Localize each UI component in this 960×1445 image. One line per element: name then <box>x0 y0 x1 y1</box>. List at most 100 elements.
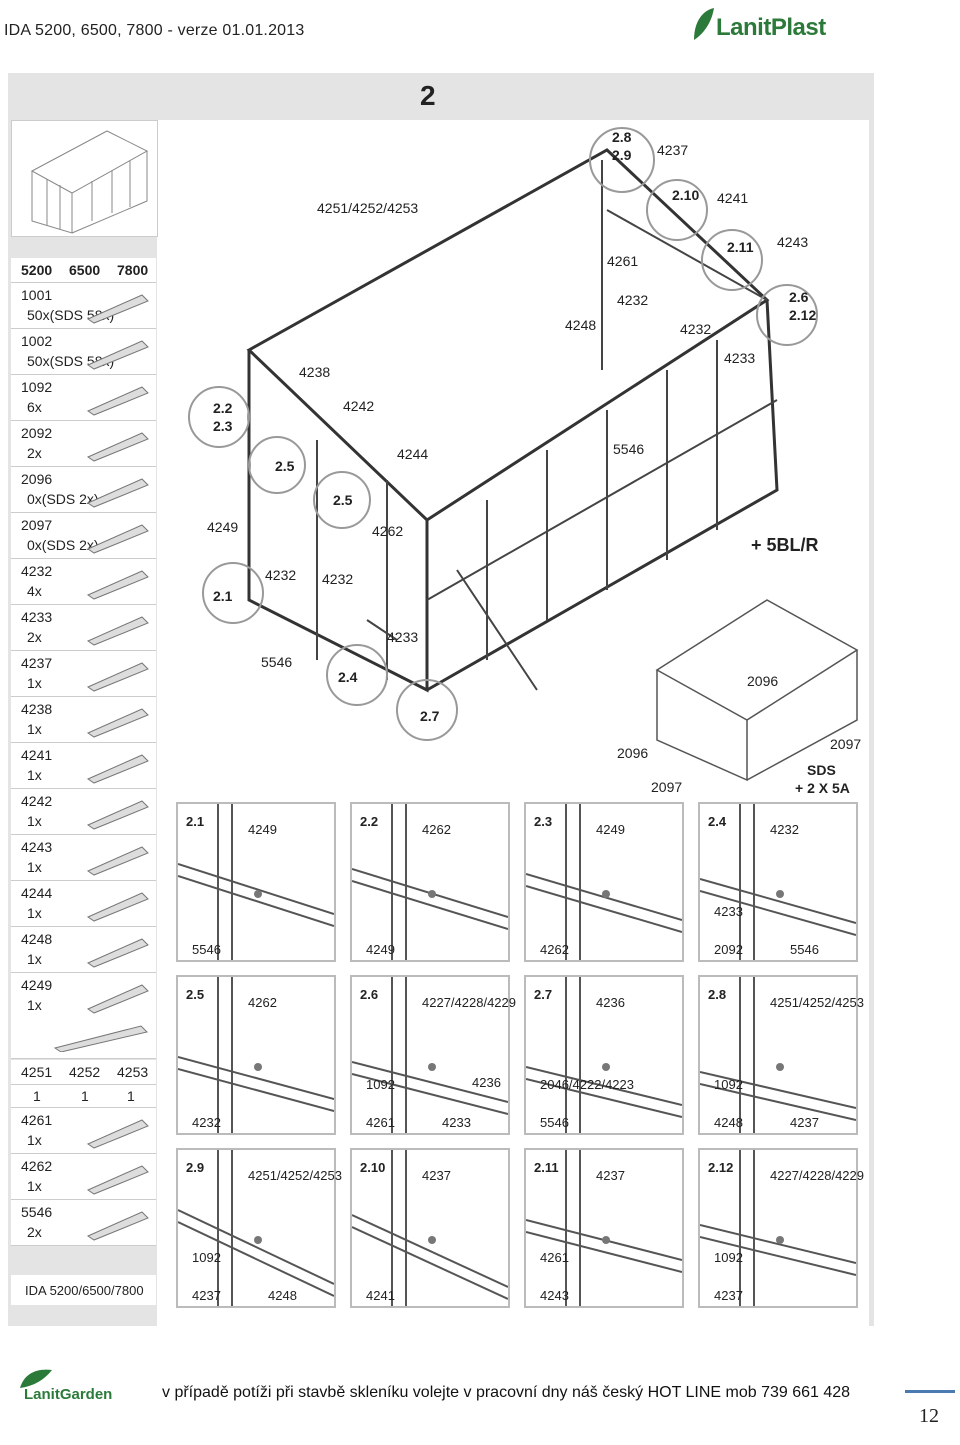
label-4233-b: 4233 <box>387 629 418 645</box>
label-2x5a: + 2 X 5A <box>795 780 850 796</box>
model-footer-text: IDA 5200/6500/7800 <box>25 1283 144 1298</box>
detail-number: 2.2 <box>360 814 379 829</box>
label-2-10: 2.10 <box>672 187 699 203</box>
detail-number: 2.10 <box>360 1160 386 1175</box>
part-qty: 1x <box>27 859 42 875</box>
label-2-12: 2.12 <box>789 307 816 323</box>
detail-label: 4241 <box>366 1288 395 1303</box>
part-icon <box>86 938 149 968</box>
detail-drawing <box>700 977 856 1133</box>
part-code: 4262 <box>21 1158 53 1174</box>
detail-number: 2.11 <box>534 1160 559 1175</box>
part-qty: 0x(SDS 2x) <box>27 537 99 553</box>
detail-number: 2.5 <box>186 987 205 1002</box>
detail-label: 4227/4228/4229 <box>770 1168 864 1183</box>
label-2-5-a: 2.5 <box>275 458 295 474</box>
detail-box-2-2: 2.2 4262 4249 <box>350 802 510 962</box>
part-code: 4249 <box>21 977 53 993</box>
footer-brand: LanitGarden <box>24 1386 113 1403</box>
label-4233: 4233 <box>724 350 755 366</box>
part-icon <box>86 432 149 462</box>
detail-label: 2046/4222/4223 <box>540 1077 634 1092</box>
detail-drawing <box>178 1150 334 1306</box>
label-2-5-b: 2.5 <box>333 492 353 508</box>
part-icon <box>86 386 149 416</box>
profile-illustration-row <box>11 1018 156 1059</box>
parts-row: 4232 4x <box>11 559 156 605</box>
detail-drawing <box>178 804 334 960</box>
part-code: 1001 <box>21 287 53 303</box>
detail-number: 2.8 <box>708 987 727 1002</box>
detail-number: 2.6 <box>360 987 379 1002</box>
detail-label: 4251/4252/4253 <box>770 995 864 1010</box>
part-icon <box>86 984 149 1014</box>
detail-label: 4261 <box>366 1115 395 1130</box>
part-qty: 1x <box>27 997 42 1013</box>
detail-drawing <box>352 804 508 960</box>
lanitgarden-logo: LanitGarden <box>16 1366 116 1406</box>
label-sds: SDS <box>807 762 836 778</box>
part-qty: 1x <box>27 675 42 691</box>
variant-qty: 1 <box>81 1088 89 1104</box>
step-number: 2 <box>420 80 436 111</box>
part-qty: 1x <box>27 1132 42 1148</box>
part-code: 2096 <box>21 471 53 487</box>
detail-drawing <box>526 1150 682 1306</box>
detail-label: 4262 <box>540 942 569 957</box>
label-5546-b: 5546 <box>261 654 292 670</box>
detail-label: 4243 <box>540 1288 569 1303</box>
detail-label: 4237 <box>596 1168 625 1183</box>
part-qty: 2x <box>27 1224 42 1240</box>
detail-label: 1092 <box>714 1250 743 1265</box>
model-footer: IDA 5200/6500/7800 <box>11 1275 156 1305</box>
detail-label: 4248 <box>714 1115 743 1130</box>
part-qty: 6x <box>27 399 42 415</box>
part-icon <box>86 1119 149 1149</box>
variant-qty: 1 <box>33 1088 41 1104</box>
variant-qty-row: 1 1 1 <box>11 1085 156 1108</box>
page-number: 12 <box>919 1405 939 1427</box>
detail-drawing <box>352 1150 508 1306</box>
document-title: IDA 5200, 6500, 7800 - verze 01.01.2013 <box>4 22 305 39</box>
leaf-logo-icon <box>20 1369 52 1388</box>
label-4261: 4261 <box>607 253 638 269</box>
detail-number: 2.4 <box>708 814 727 829</box>
detail-label: 5546 <box>790 942 819 957</box>
profile-part-icon <box>53 1025 148 1052</box>
detail-label: 4236 <box>596 995 625 1010</box>
part-qty: 1x <box>27 767 42 783</box>
parts-row: 4262 1x <box>11 1154 156 1200</box>
detail-label: 4262 <box>422 822 451 837</box>
label-4237: 4237 <box>657 142 688 158</box>
detail-drawing <box>700 804 856 960</box>
label-2097-a: 2097 <box>830 736 861 752</box>
part-code: 4244 <box>21 885 53 901</box>
detail-label: 4249 <box>366 942 395 957</box>
part-icon <box>86 892 149 922</box>
part-code: 4233 <box>21 609 53 625</box>
part-code: 4242 <box>21 793 53 809</box>
detail-label: 4248 <box>268 1288 297 1303</box>
detail-label: 4237 <box>192 1288 221 1303</box>
part-code: 4232 <box>21 563 53 579</box>
detail-label: 1092 <box>192 1250 221 1265</box>
detail-label: 1092 <box>714 1077 743 1092</box>
greenhouse-thumbnail <box>11 120 158 237</box>
part-qty: 4x <box>27 583 42 599</box>
variant-code: 4253 <box>117 1064 149 1080</box>
label-2-11: 2.11 <box>727 239 754 255</box>
detail-drawing <box>526 804 682 960</box>
part-qty: 1x <box>27 1178 42 1194</box>
page-header: IDA 5200, 6500, 7800 - verze 01.01.2013 … <box>0 0 960 62</box>
part-icon <box>86 340 149 370</box>
label-4238: 4238 <box>299 364 330 380</box>
label-4232-a: 4232 <box>617 292 648 308</box>
detail-label: 1092 <box>366 1077 395 1092</box>
